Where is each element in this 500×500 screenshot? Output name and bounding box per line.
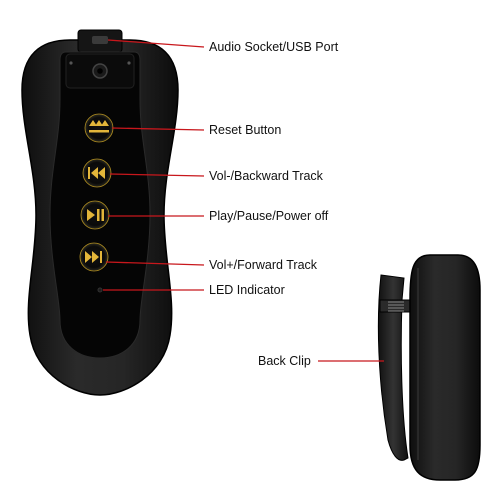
vol-backward-button[interactable] [82, 158, 112, 188]
callout-label-vol-down: Vol-/Backward Track [209, 169, 323, 183]
reset-icon [89, 120, 109, 133]
player-side-view [377, 254, 481, 481]
rewind-icon [88, 167, 105, 179]
callout-label-clip: Back Clip [258, 354, 311, 368]
callout-label-audio-socket: Audio Socket/USB Port [209, 40, 339, 54]
vol-forward-button[interactable] [79, 242, 109, 272]
callout-label-reset: Reset Button [209, 123, 282, 137]
reset-button[interactable] [84, 113, 114, 143]
fast-forward-icon [85, 251, 102, 263]
callout-line-audio-socket [107, 39, 205, 48]
callout-line-vol-down [109, 173, 205, 177]
callout-label-led: LED Indicator [209, 283, 285, 297]
callout-line-reset [111, 127, 205, 131]
back-clip [377, 274, 409, 461]
callout-label-play: Play/Pause/Power off [209, 209, 329, 223]
play-pause-button[interactable] [80, 200, 110, 230]
play-pause-icon [87, 209, 104, 221]
callout-line-vol-up [105, 261, 205, 266]
led-indicator [97, 287, 103, 293]
callout-label-vol-up: Vol+/Forward Track [209, 258, 318, 272]
callout-lines [103, 39, 384, 362]
